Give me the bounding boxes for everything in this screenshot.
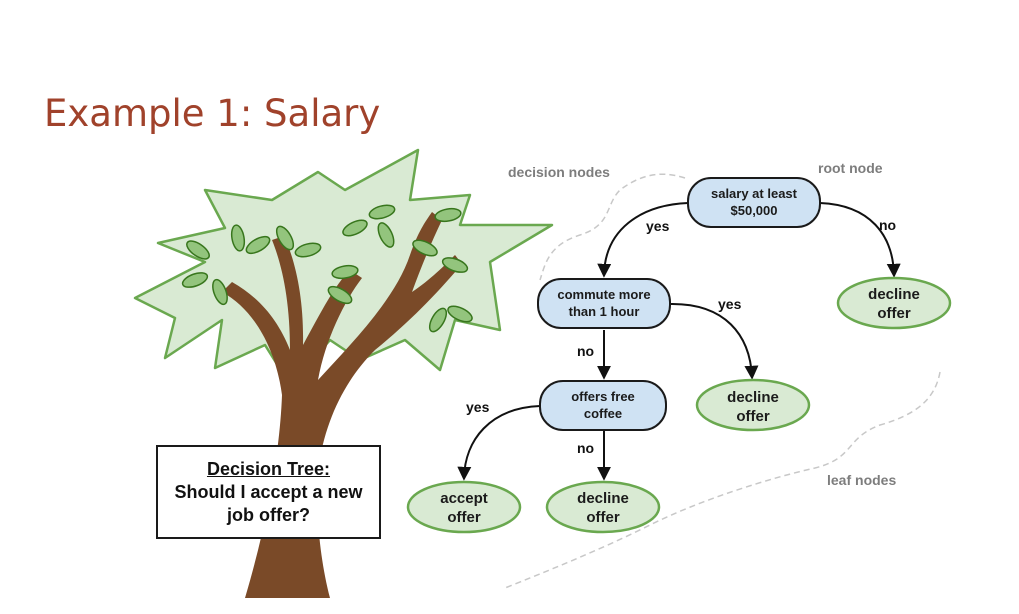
- leaf-nodes-label: leaf nodes: [827, 472, 896, 488]
- decision-node-commute: commute more than 1 hour: [537, 278, 671, 329]
- edge-commute-decline: [669, 302, 759, 380]
- leaf-nodes-bracket: [504, 371, 941, 589]
- leaf: [428, 307, 448, 333]
- leaf-node-decline-1: decline offer: [836, 276, 952, 330]
- caption-title: Decision Tree:: [206, 458, 331, 479]
- leaf-decline-3-line2: offer: [586, 509, 619, 526]
- coffee-line2: coffee: [584, 406, 622, 421]
- leaf: [212, 278, 228, 306]
- annotation-brackets: [504, 173, 941, 589]
- tree-leaves: [181, 204, 473, 333]
- edge-coffee-accept: [457, 405, 541, 481]
- leaf-decline-1-line1: decline: [868, 286, 920, 303]
- edge-label-coffee-yes: yes: [466, 399, 490, 415]
- leaf-node-decline-3: decline offer: [545, 480, 661, 534]
- leaf: [342, 219, 368, 237]
- leaf-decline-1-line2: offer: [877, 305, 910, 322]
- leaf: [186, 240, 210, 260]
- root-line1: salary at least: [711, 186, 798, 201]
- commute-line1: commute more: [557, 287, 650, 302]
- slide-title: Example 1: Salary: [44, 92, 381, 135]
- leaf: [377, 222, 395, 248]
- root-line2: $50,000: [731, 203, 778, 218]
- leaf: [331, 264, 359, 280]
- decision-nodes-bracket: [539, 173, 686, 281]
- coffee-line1: offers free: [571, 389, 635, 404]
- leaf: [230, 224, 246, 252]
- caption-line1: Should I accept a new: [174, 481, 363, 502]
- leaf: [327, 285, 353, 305]
- edges: [457, 202, 901, 481]
- tree-caption-box: Decision Tree: Should I accept a new job…: [156, 445, 381, 539]
- edge-label-commute-no: no: [577, 343, 594, 359]
- caption-line2: job offer?: [227, 504, 310, 525]
- edge-label-root-no: no: [879, 217, 896, 233]
- decision-nodes-label: decision nodes: [508, 164, 610, 180]
- leaf: [275, 225, 295, 251]
- edge-root-commute: [597, 202, 689, 278]
- leaf: [412, 239, 438, 257]
- leaf-decline-2-line2: offer: [736, 408, 769, 425]
- leaf-node-decline-2: decline offer: [695, 378, 811, 432]
- edge-root-decline: [819, 202, 901, 278]
- edge-label-coffee-no: no: [577, 440, 594, 456]
- leaf-accept-line2: offer: [447, 509, 480, 526]
- root-node-label: root node: [818, 160, 883, 176]
- leaf: [441, 257, 469, 273]
- leaf: [434, 207, 462, 223]
- edge-label-commute-yes: yes: [718, 296, 742, 312]
- leaf-decline-3-line1: decline: [577, 490, 629, 507]
- leaf-decline-2-line1: decline: [727, 389, 779, 406]
- leaf-accept-line1: accept: [440, 490, 488, 507]
- leaf: [181, 272, 209, 288]
- leaf: [368, 204, 396, 220]
- leaf: [447, 305, 473, 323]
- decision-node-root: salary at least $50,000: [687, 177, 821, 228]
- decision-node-coffee: offers free coffee: [539, 380, 667, 431]
- commute-line2: than 1 hour: [569, 304, 640, 319]
- leaf-node-accept: accept offer: [406, 480, 522, 534]
- edge-label-root-yes: yes: [646, 218, 670, 234]
- leaf: [245, 235, 271, 255]
- leaf: [294, 242, 322, 258]
